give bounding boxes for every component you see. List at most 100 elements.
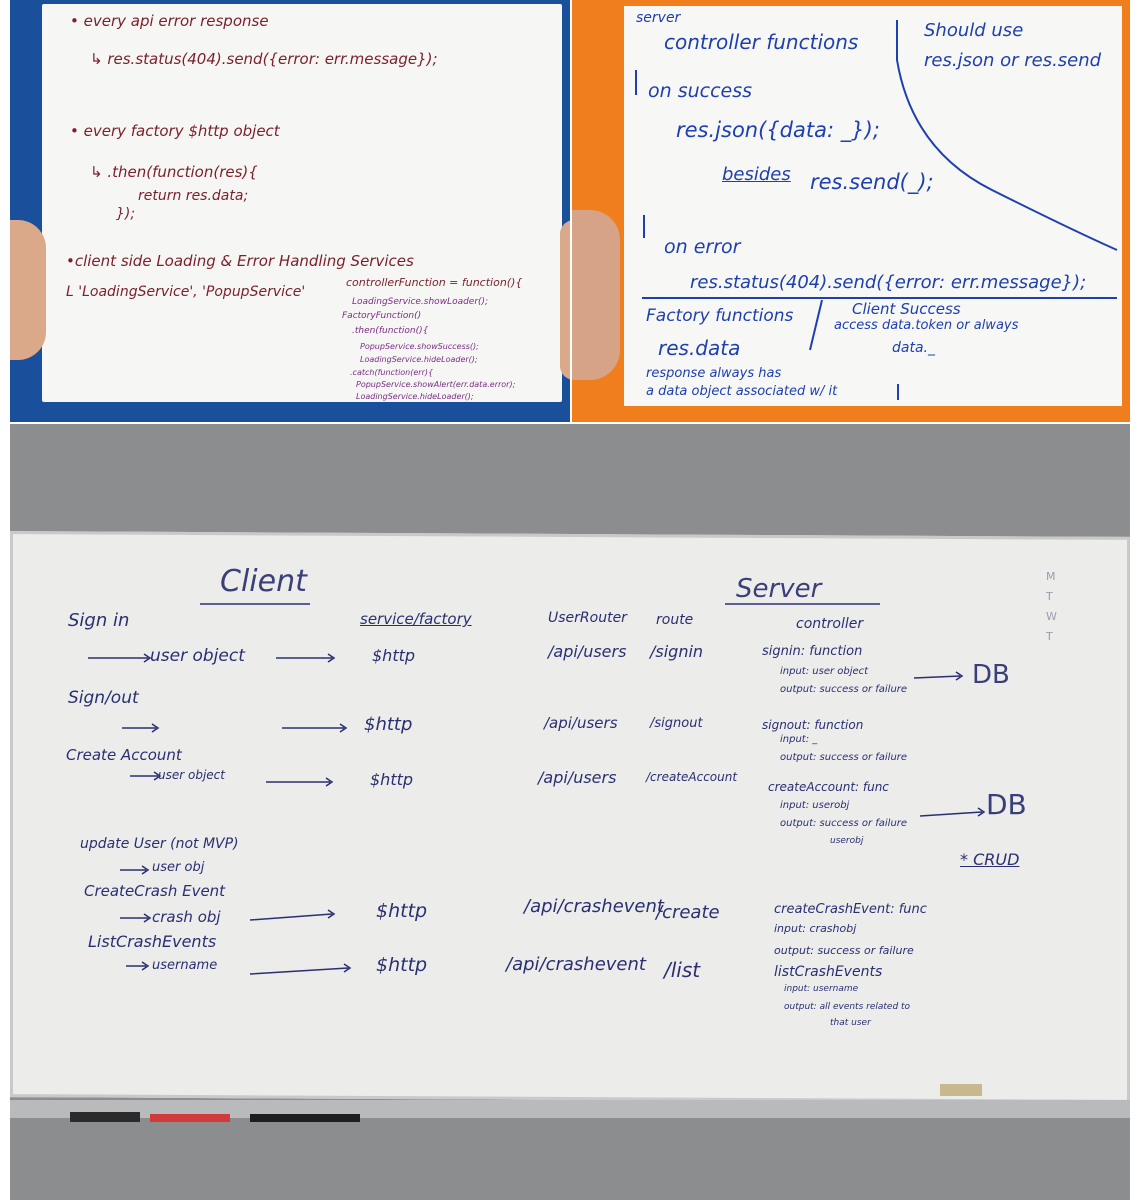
ctrl-signin-input: input: user object: [780, 666, 869, 677]
code-line-6: LoadingService.hideLoader();: [360, 355, 478, 364]
row-sign-out: Sign/out: [68, 688, 139, 708]
ctrl-lce-func: listCrashEvents: [774, 964, 883, 980]
label-client-success: Client Success: [852, 300, 961, 318]
ctrl-signin-output: output: success or failure: [780, 684, 908, 695]
ctrl-lce-output: output: all events related to: [784, 1002, 911, 1012]
corner-note-3: W: [1046, 610, 1057, 623]
ctrl-lce-input: input: username: [784, 984, 859, 994]
row-lce-http: $http: [376, 954, 428, 976]
note-data-object: a data object associated w/ it: [646, 384, 838, 399]
code-line-2: LoadingService.showLoader();: [352, 297, 489, 307]
ctrl-signout-func: signout: function: [762, 718, 864, 732]
hand-left-thumb: [572, 210, 620, 380]
row-create-account: Create Account: [66, 746, 182, 764]
code-line-7: .catch(function(err){: [350, 368, 434, 377]
code-line-9: LoadingService.hideLoader();: [356, 392, 474, 401]
hand-right-thumb: [560, 220, 570, 380]
row-create-crash-event: CreateCrash Event: [84, 882, 226, 900]
note-response-always: response always has: [646, 366, 782, 381]
row-sign-in-http: $http: [372, 646, 416, 665]
row-sign-in-route: /signin: [650, 642, 704, 661]
heading-client: Client: [220, 564, 307, 599]
row-sign-out-http: $http: [364, 714, 413, 735]
col-route: route: [656, 612, 694, 628]
label-should-use: Should use: [924, 20, 1024, 41]
corner-note-4: T: [1046, 630, 1053, 643]
row-create-account-http: $http: [370, 770, 414, 789]
label-controller-functions: controller functions: [664, 30, 859, 54]
row-sign-out-api-users: /api/users: [544, 714, 618, 732]
note-then-function: ↳ .then(function(res){: [90, 163, 258, 181]
orange-whiteboard-surface: [624, 6, 1122, 406]
corner-note-2: T: [1046, 590, 1053, 603]
code-res-data: res.data: [658, 336, 741, 360]
ctrl-create-account-input: input: userobj: [780, 800, 850, 811]
label-server: server: [636, 10, 681, 26]
row-list-crash-events: ListCrashEvents: [88, 932, 217, 951]
row-create-account-api-users: /api/users: [538, 768, 617, 787]
ctrl-cce-func: createCrashEvent: func: [774, 902, 927, 917]
row-crash-obj: crash obj: [152, 908, 221, 926]
whiteboard-tray: [10, 1100, 1130, 1118]
orange-whiteboard-photo: server controller functions Should use r…: [572, 0, 1130, 422]
ctrl-signout-input: input: _: [780, 734, 818, 745]
label-on-success: on success: [648, 80, 753, 102]
ctrl-signin-func: signin: function: [762, 644, 863, 659]
row-sign-in-api-users: /api/users: [548, 642, 627, 661]
code-res-send: res.send(_);: [810, 170, 934, 194]
ctrl-signout-output: output: success or failure: [780, 752, 908, 763]
note-access-data-token: access data.token or always: [834, 318, 1019, 333]
hand-left: [10, 220, 46, 360]
label-on-error: on error: [664, 236, 741, 258]
wall-board-lines: [70, 603, 986, 1122]
note-res-status: ↳ res.status(404).send({error: err.messa…: [90, 50, 438, 68]
code-res-json: res.json({data: _});: [676, 118, 880, 142]
code-res-status: res.status(404).send({error: err.message…: [690, 272, 1087, 293]
ctrl-create-account-userobj: userobj: [830, 836, 864, 846]
note-bullet-client-side: •client side Loading & Error Handling Se…: [66, 252, 414, 270]
note-bullet-factory: • every factory $http object: [70, 122, 280, 140]
note-bullet-api-error: • every api error response: [70, 12, 269, 30]
blue-whiteboard-photo: • every api error response ↳ res.status(…: [10, 0, 570, 422]
row-sign-in: Sign in: [68, 610, 130, 631]
ctrl-create-account-func: createAccount: func: [768, 780, 889, 794]
note-crud: * CRUD: [960, 850, 1020, 869]
row-create-account-route: /createAccount: [646, 770, 738, 784]
heading-server: Server: [736, 574, 822, 604]
ctrl-create-account-output: output: success or failure: [780, 818, 908, 829]
code-line-4: .then(function(){: [352, 326, 429, 336]
row-sign-in-user-object: user object: [150, 646, 245, 666]
row-lce-api: /api/crashevent: [506, 954, 646, 975]
code-line-1: controllerFunction = function(){: [346, 276, 523, 289]
row-lce-route: /list: [664, 958, 701, 982]
code-line-5: PopupService.showSuccess();: [360, 342, 479, 351]
code-line-3: FactoryFunction(): [342, 311, 422, 321]
db-label-1: DB: [972, 660, 1010, 690]
col-user-router: UserRouter: [548, 610, 627, 626]
row-update-user: update User (not MVP): [80, 836, 239, 852]
db-label-2: DB: [986, 788, 1027, 821]
blue-whiteboard-surface: [42, 4, 562, 402]
note-data: data._: [892, 340, 935, 356]
label-factory-functions: Factory functions: [646, 306, 794, 326]
note-return-res-data: return res.data;: [138, 188, 249, 204]
ctrl-cce-input: input: crashobj: [774, 922, 857, 935]
ctrl-lce-output-2: that user: [830, 1018, 871, 1028]
label-res-json-or-send: res.json or res.send: [924, 50, 1102, 71]
row-cce-api: /api/crashevent: [524, 896, 664, 917]
note-services-list: L 'LoadingService', 'PopupService': [66, 284, 306, 300]
row-sign-out-route: /signout: [650, 716, 703, 731]
ctrl-cce-output: output: success or failure: [774, 944, 914, 957]
row-cce-route: /create: [656, 902, 720, 923]
note-close-brace: });: [116, 206, 136, 222]
corner-note-1: M: [1046, 570, 1056, 583]
col-controller: controller: [796, 616, 864, 632]
row-create-account-user-object: user object: [158, 768, 225, 782]
wall-whiteboard-photo: Client Server service/factory UserRouter…: [10, 424, 1130, 1200]
row-username: username: [152, 958, 218, 973]
code-line-8: PopupService.showAlert(err.data.error);: [356, 380, 516, 389]
label-besides: besides: [722, 164, 791, 185]
row-update-user-obj: user obj: [152, 860, 205, 875]
row-cce-http: $http: [376, 900, 428, 922]
col-service-factory: service/factory: [360, 610, 472, 628]
